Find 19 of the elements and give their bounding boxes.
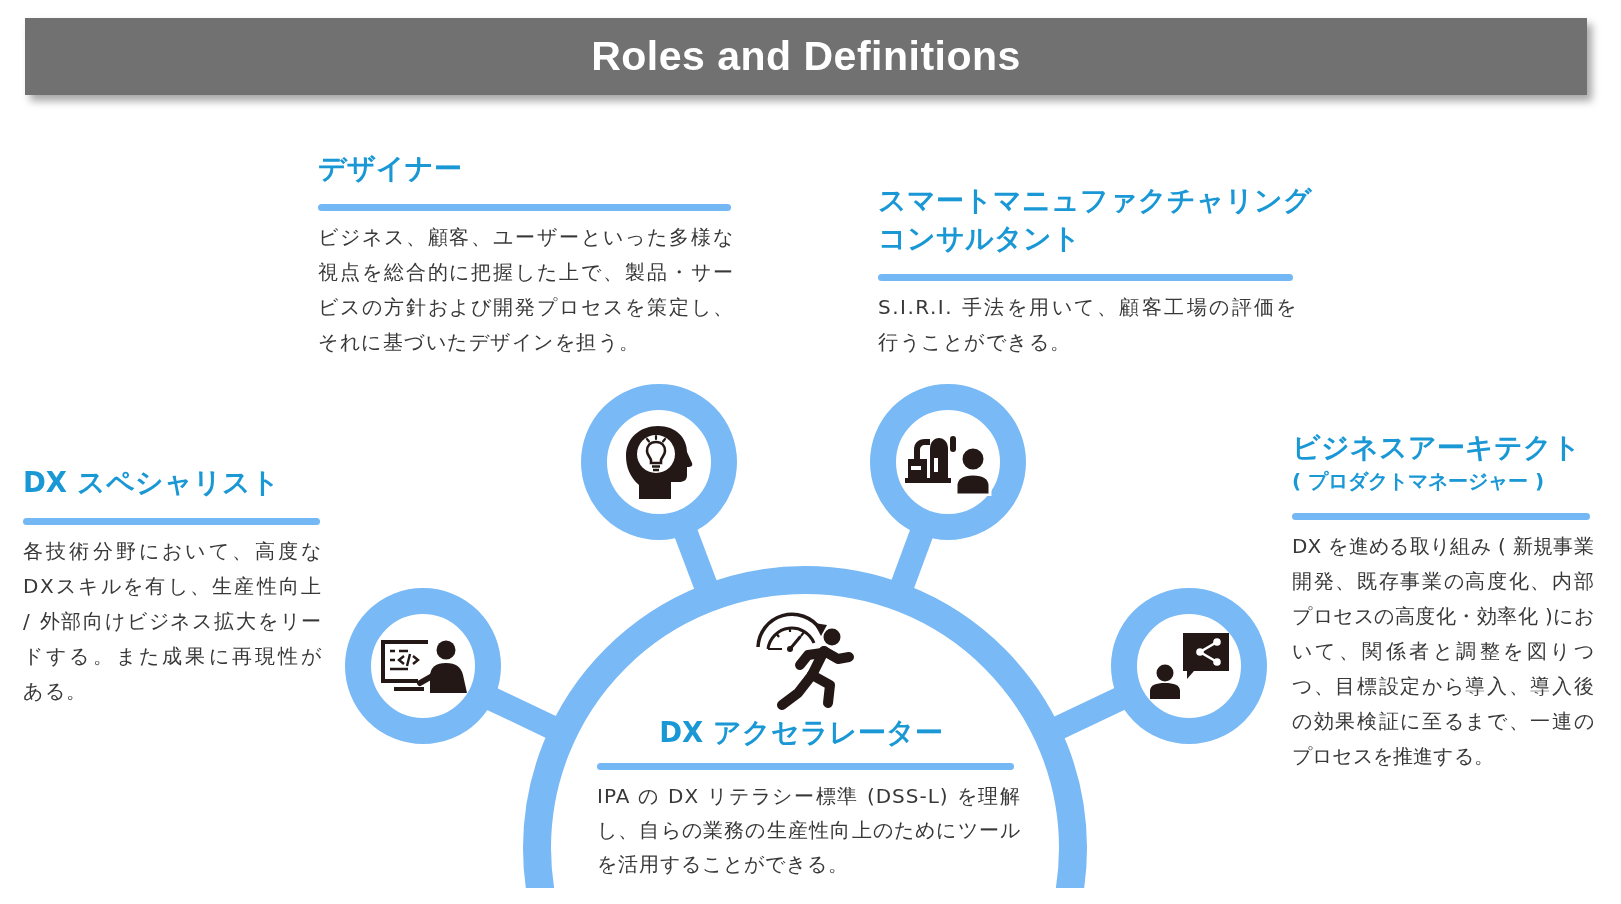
role-title: DX アクセラレーター (658, 715, 944, 750)
icon-ring (345, 588, 501, 744)
role-title: ビジネスアーキテクト (1292, 430, 1582, 465)
role-subtitle: ( プロダクトマネージャー ) (1292, 468, 1546, 495)
role-title: デザイナー (318, 151, 463, 186)
role-description: ビジネス、顧客、ユーザーといった多様な視点を総合的に把握した上で、製品・サービスの方針および開発プロセスを策定し、それに基づいたデザインを担う。 (318, 224, 734, 356)
connector-stem (485, 687, 558, 739)
icon-ring (870, 384, 1026, 540)
icon-ring (581, 384, 737, 540)
page-title: Roles and Definitions (591, 32, 1021, 81)
role-description: 各技術分野において、高度なDXスキルを有し、生産性向上 / 外部向けビジネス拡大をリードする。また成果に再現性がある。 (23, 538, 323, 705)
role-description: IPA の DX リテラシー標準 (DSS-L) を理解し、自らの業務の生産性向上のためにツールを活用することができる。 (597, 783, 1021, 878)
role-description: S.I.R.I. 手法を用いて、顧客工場の評価を行うことができる。 (878, 294, 1298, 356)
role-title: スマートマニュファクチャリングコンサルタント (878, 183, 1313, 256)
hub-arc (523, 566, 1087, 888)
role-title: DX スペシャリスト (23, 465, 281, 500)
connector-stem (674, 527, 718, 591)
role-description: DX を進める取り組み ( 新規事業開発、既存事業の高度化、内部プロセスの高度化・効率化 )において、関係者と調整を図りつつ、目標設定から導入、導入後の効果検証に至るまで、一連のプロセスを推進する。 (1292, 533, 1594, 770)
icon-ring (1111, 588, 1267, 744)
